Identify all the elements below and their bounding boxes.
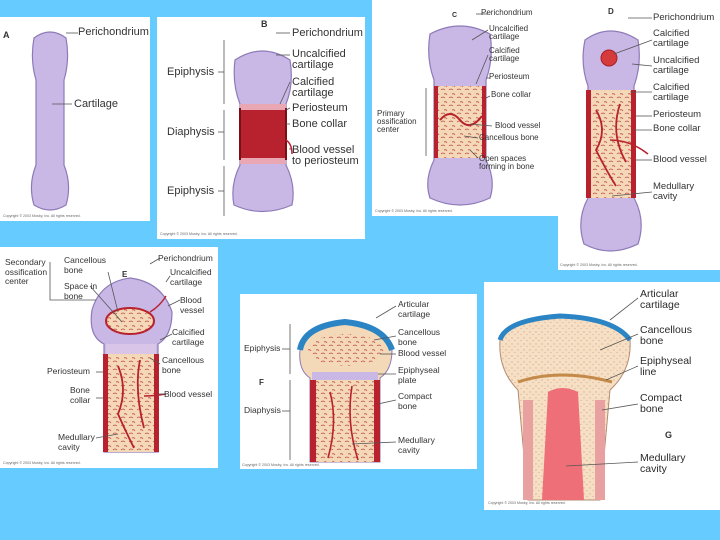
panel-d-bone	[580, 17, 653, 252]
label-d-blood-vessel: Blood vessel	[653, 154, 707, 165]
panel-g-bone	[497, 297, 639, 501]
label-c-cancellous-bone: Cancellous bone	[479, 133, 539, 142]
panel-f-letter: F	[259, 378, 264, 387]
label-d-calcified-cartilage-top: Calcified cartilage	[653, 28, 690, 49]
label-f-articular-cartilage: Articular cartilage	[398, 299, 431, 319]
label-b-diaphysis: Diaphysis	[167, 126, 215, 138]
panel-e-letter: E	[122, 270, 128, 279]
label-b-epiphysis-top: Epiphysis	[167, 66, 215, 78]
label-d-uncalcified-cartilage: Uncalcified cartilage	[653, 55, 700, 76]
label-e-space-in-bone: Space in bone	[64, 281, 98, 301]
copyright-e: Copyright © 2003 Mosby, Inc. All rights …	[3, 461, 81, 465]
label-d-medullary-cavity: Medullary cavity	[653, 181, 695, 202]
panel-b-letter: B	[261, 19, 268, 29]
copyright-g: Copyright © 2003 Mosby, Inc. All rights …	[488, 501, 566, 505]
label-f-diaphysis: Diaphysis	[244, 405, 281, 415]
panel-a	[0, 17, 150, 221]
label-f-epiphyseal-plate: Epiphyseal plate	[398, 365, 440, 385]
label-e-cancellous-bone-top: Cancellous bone	[64, 255, 107, 275]
label-g-compact-bone: Compact bone	[640, 392, 683, 415]
panel-c-bone	[425, 13, 493, 206]
label-e-calcified-cartilage: Calcified cartilage	[172, 327, 205, 347]
label-c-calcified-cartilage: Calcified cartilage	[489, 46, 520, 63]
panel-f-bone	[282, 305, 397, 463]
label-c-primary-ossification: Primary ossification center	[377, 109, 417, 134]
copyright-b: Copyright © 2003 Mosby, Inc. All rights …	[160, 232, 238, 236]
label-d-periosteum: Periosteum	[653, 109, 702, 120]
label-e-bone-collar: Bone collar	[70, 385, 91, 405]
label-g-medullary-cavity: Medullary cavity	[640, 452, 686, 475]
label-e-medullary-cavity: Medullary cavity	[58, 432, 95, 452]
label-f-blood-vessel: Blood vessel	[398, 348, 447, 358]
copyright-d: Copyright © 2003 Mosby, Inc. All rights …	[560, 263, 638, 267]
label-b-blood-vessel: Blood vessel to periosteum	[292, 144, 359, 167]
label-b-perichondrium: Perichondrium	[292, 27, 363, 39]
label-b-bone-collar: Bone collar	[292, 118, 348, 130]
panel-c-letter: C	[452, 12, 458, 19]
label-c-open-spaces: Open spaces forming in bone	[479, 154, 535, 171]
label-g-cancellous-bone: Cancellous bone	[640, 324, 692, 347]
label-d-bone-collar: Bone collar	[653, 123, 701, 134]
label-c-perichondrium: Perichondrium	[481, 8, 533, 17]
label-e-blood-vessel-top: Blood vessel	[180, 295, 205, 315]
label-c-uncalcified-cartilage: Uncalcified cartilage	[489, 24, 529, 41]
label-b-epiphysis-bottom: Epiphysis	[167, 185, 215, 197]
label-e-blood-vessel-bottom: Blood vessel	[164, 389, 213, 399]
label-g-articular-cartilage: Articular cartilage	[640, 288, 680, 311]
label-e-perichondrium: Perichondrium	[158, 253, 213, 263]
label-e-periosteum: Periosteum	[47, 366, 90, 376]
label-c-periosteum: Periosteum	[489, 72, 530, 81]
label-a-perichondrium: Perichondrium	[78, 26, 149, 38]
label-a-cartilage: Cartilage	[74, 98, 119, 110]
panel-d-letter: D	[608, 7, 614, 16]
label-b-uncalcified-cartilage: Uncalcified cartilage	[292, 48, 346, 71]
label-e-secondary-ossification: Secondary ossification center	[5, 257, 48, 286]
label-b-periosteum: Periosteum	[292, 102, 348, 114]
label-d-calcified-cartilage-bottom: Calcified cartilage	[653, 82, 690, 103]
panel-e-bone	[49, 257, 181, 453]
label-f-compact-bone: Compact bone	[398, 391, 433, 411]
label-e-uncalcified-cartilage: Uncalcified cartilage	[170, 267, 212, 287]
label-b-calcified-cartilage: Calcified cartilage	[292, 76, 335, 99]
panel-g-letter: G	[665, 430, 673, 440]
panel-a-letter: A	[3, 30, 10, 40]
label-f-medullary-cavity: Medullary cavity	[398, 435, 435, 455]
panel-a-cartilage-model	[30, 31, 78, 211]
label-c-bone-collar: Bone collar	[491, 90, 532, 99]
label-e-cancellous-bone-bottom: Cancellous bone	[162, 355, 205, 375]
panel-b-bone	[218, 32, 294, 216]
copyright-c: Copyright © 2003 Mosby, Inc. All rights …	[375, 209, 453, 213]
copyright-f: Copyright © 2003 Mosby, Inc. All rights …	[242, 463, 320, 467]
label-f-epiphysis: Epiphysis	[244, 343, 281, 353]
copyright-a: Copyright © 2003 Mosby, Inc. All rights …	[3, 214, 81, 218]
label-f-cancellous-bone: Cancellous bone	[398, 327, 441, 347]
label-g-epiphyseal-line: Epiphyseal line	[640, 355, 692, 378]
label-d-perichondrium: Perichondrium	[653, 12, 715, 23]
label-c-blood-vessel: Blood vessel	[495, 121, 541, 130]
